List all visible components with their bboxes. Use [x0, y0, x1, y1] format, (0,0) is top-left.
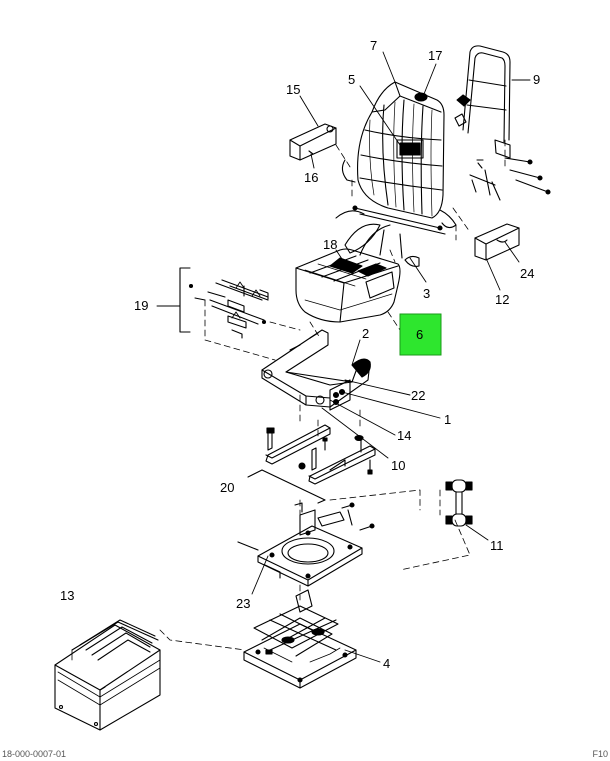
callout-22: 22	[411, 388, 425, 403]
seat-cushion	[295, 248, 401, 323]
mount-brackets	[294, 502, 375, 536]
callout-14: 14	[397, 428, 411, 443]
swivel-plate	[237, 525, 363, 587]
callout-15: 15	[286, 82, 300, 97]
back-frame	[454, 45, 551, 201]
callout-13: 13	[60, 588, 74, 603]
callout-10: 10	[391, 458, 405, 473]
callout-12: 12	[495, 292, 509, 307]
cover-box	[54, 619, 161, 731]
callout-6-highlight[interactable]	[399, 313, 442, 356]
callout-9: 9	[533, 72, 540, 87]
callout-18: 18	[323, 237, 337, 252]
callout-23: 23	[236, 596, 250, 611]
callout-11: 11	[490, 538, 504, 553]
callout-24: 24	[520, 266, 534, 281]
callout-6-hotspot[interactable]: 6	[399, 313, 442, 356]
suspension-base	[243, 589, 357, 689]
callout-20: 20	[220, 480, 234, 495]
hardware-pack	[179, 267, 269, 339]
callout-16: 16	[304, 170, 318, 185]
seat-rails	[265, 424, 376, 485]
callout-7: 7	[370, 38, 377, 53]
leader-lines	[156, 51, 531, 663]
page-code: F10	[592, 749, 608, 759]
drawing-number: 18-000-0007-01	[2, 749, 67, 759]
seat-pan	[261, 329, 371, 411]
armrest-right	[474, 223, 520, 261]
callout-6[interactable]: 6	[416, 327, 423, 342]
back-brackets	[335, 159, 457, 267]
guide-lines-mid	[159, 299, 471, 651]
callout-bracket-20	[247, 469, 326, 504]
guide-lines-upper	[335, 139, 506, 263]
seat-back	[357, 81, 445, 219]
shock-links	[445, 479, 473, 527]
callout-4: 4	[383, 656, 390, 671]
callout-17: 17	[428, 48, 442, 63]
callout-2: 2	[362, 326, 369, 341]
callout-1: 1	[444, 412, 451, 427]
callout-3: 3	[423, 286, 430, 301]
armrest-left	[289, 123, 337, 161]
callout-19: 19	[134, 298, 148, 313]
callout-5: 5	[348, 72, 355, 87]
